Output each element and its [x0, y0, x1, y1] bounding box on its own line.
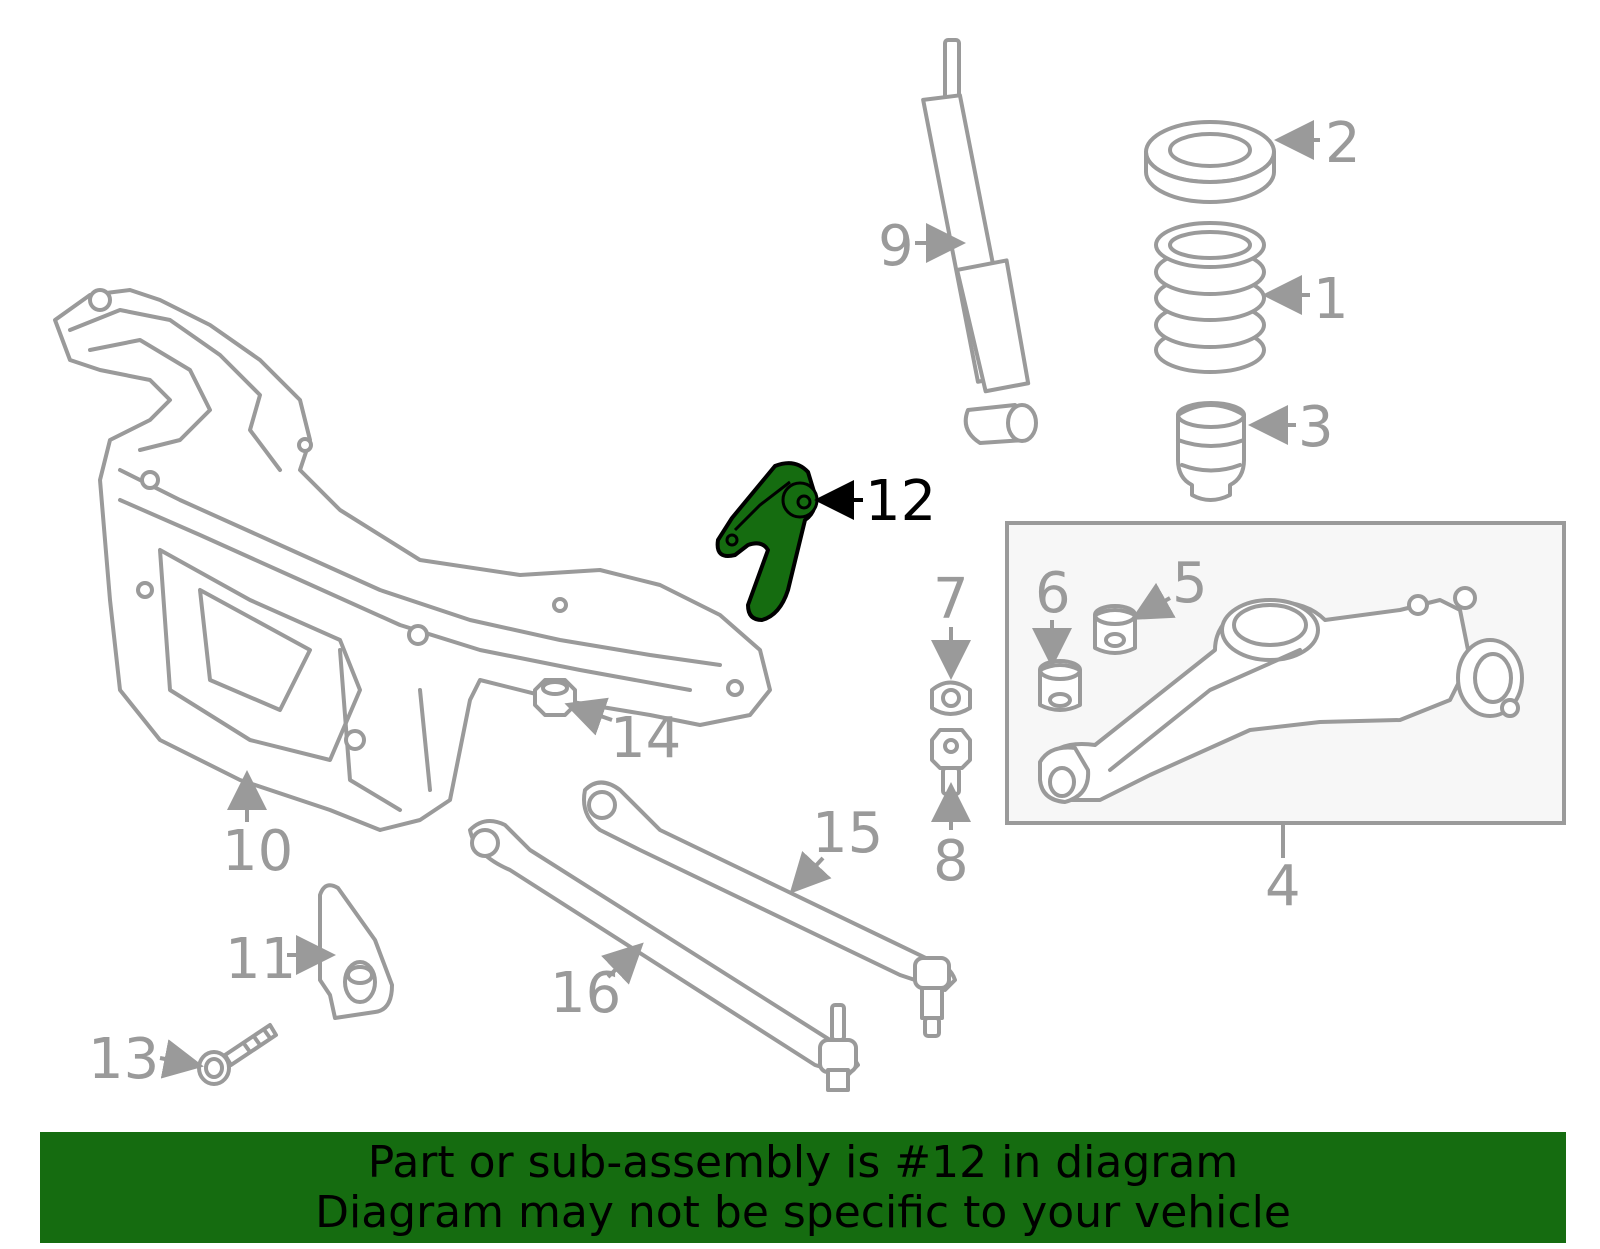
callout-16: 16: [550, 961, 621, 1026]
callout-4: 4: [1265, 854, 1301, 919]
callout-8: 8: [933, 829, 969, 894]
part-16-lateral-link[interactable]: [468, 819, 860, 1092]
callout-7: 7: [933, 567, 969, 632]
part-1-coil-spring[interactable]: [1154, 221, 1266, 374]
part-6-bushing[interactable]: [1038, 659, 1082, 712]
part-13-bolt[interactable]: [197, 1023, 278, 1086]
part-12-bracket-highlighted[interactable]: [715, 461, 819, 622]
callout-15: 15: [812, 801, 883, 866]
part-5-bushing[interactable]: [1093, 604, 1137, 655]
part-15-lateral-link[interactable]: [582, 780, 957, 1038]
part-4-control-arm-box[interactable]: [1005, 521, 1566, 825]
part-14-nut[interactable]: [533, 678, 577, 717]
leader-5: [1131, 582, 1176, 620]
callout-10: 10: [222, 819, 293, 884]
part-2-spring-seat[interactable]: [1144, 120, 1276, 204]
callout-9: 9: [878, 214, 914, 279]
part-9-shock-absorber[interactable]: [921, 38, 1038, 445]
part-11-bracket[interactable]: [318, 883, 394, 1020]
leader-13: [159, 1039, 204, 1079]
callout-14: 14: [610, 706, 681, 771]
callout-3: 3: [1298, 395, 1334, 460]
part-7-bushing[interactable]: [930, 680, 972, 716]
part-10-subframe[interactable]: [53, 288, 772, 832]
callout-1: 1: [1313, 267, 1349, 332]
callout-5: 5: [1172, 551, 1208, 616]
part-8-bolt[interactable]: [930, 728, 972, 796]
leader-14: [564, 697, 613, 736]
callout-labels: 2 1 3 9 12 7 8 6 5 4 14 10 15 16 11 13: [88, 111, 1361, 1092]
callout-12: 12: [865, 469, 936, 534]
part-3-bump-stop[interactable]: [1176, 401, 1246, 502]
leader-arrows: [159, 120, 1320, 1079]
leader-16: [601, 942, 644, 985]
callout-2: 2: [1325, 111, 1361, 176]
leader-15: [789, 850, 832, 894]
banner-line-2: Diagram may not be specific to your vehi…: [315, 1187, 1291, 1238]
info-banner: Part or sub-assembly is #12 in diagram D…: [40, 1132, 1566, 1243]
callout-6: 6: [1035, 561, 1071, 626]
callout-13: 13: [88, 1027, 159, 1092]
callout-11: 11: [225, 927, 296, 992]
banner-line-1: Part or sub-assembly is #12 in diagram: [367, 1137, 1239, 1188]
